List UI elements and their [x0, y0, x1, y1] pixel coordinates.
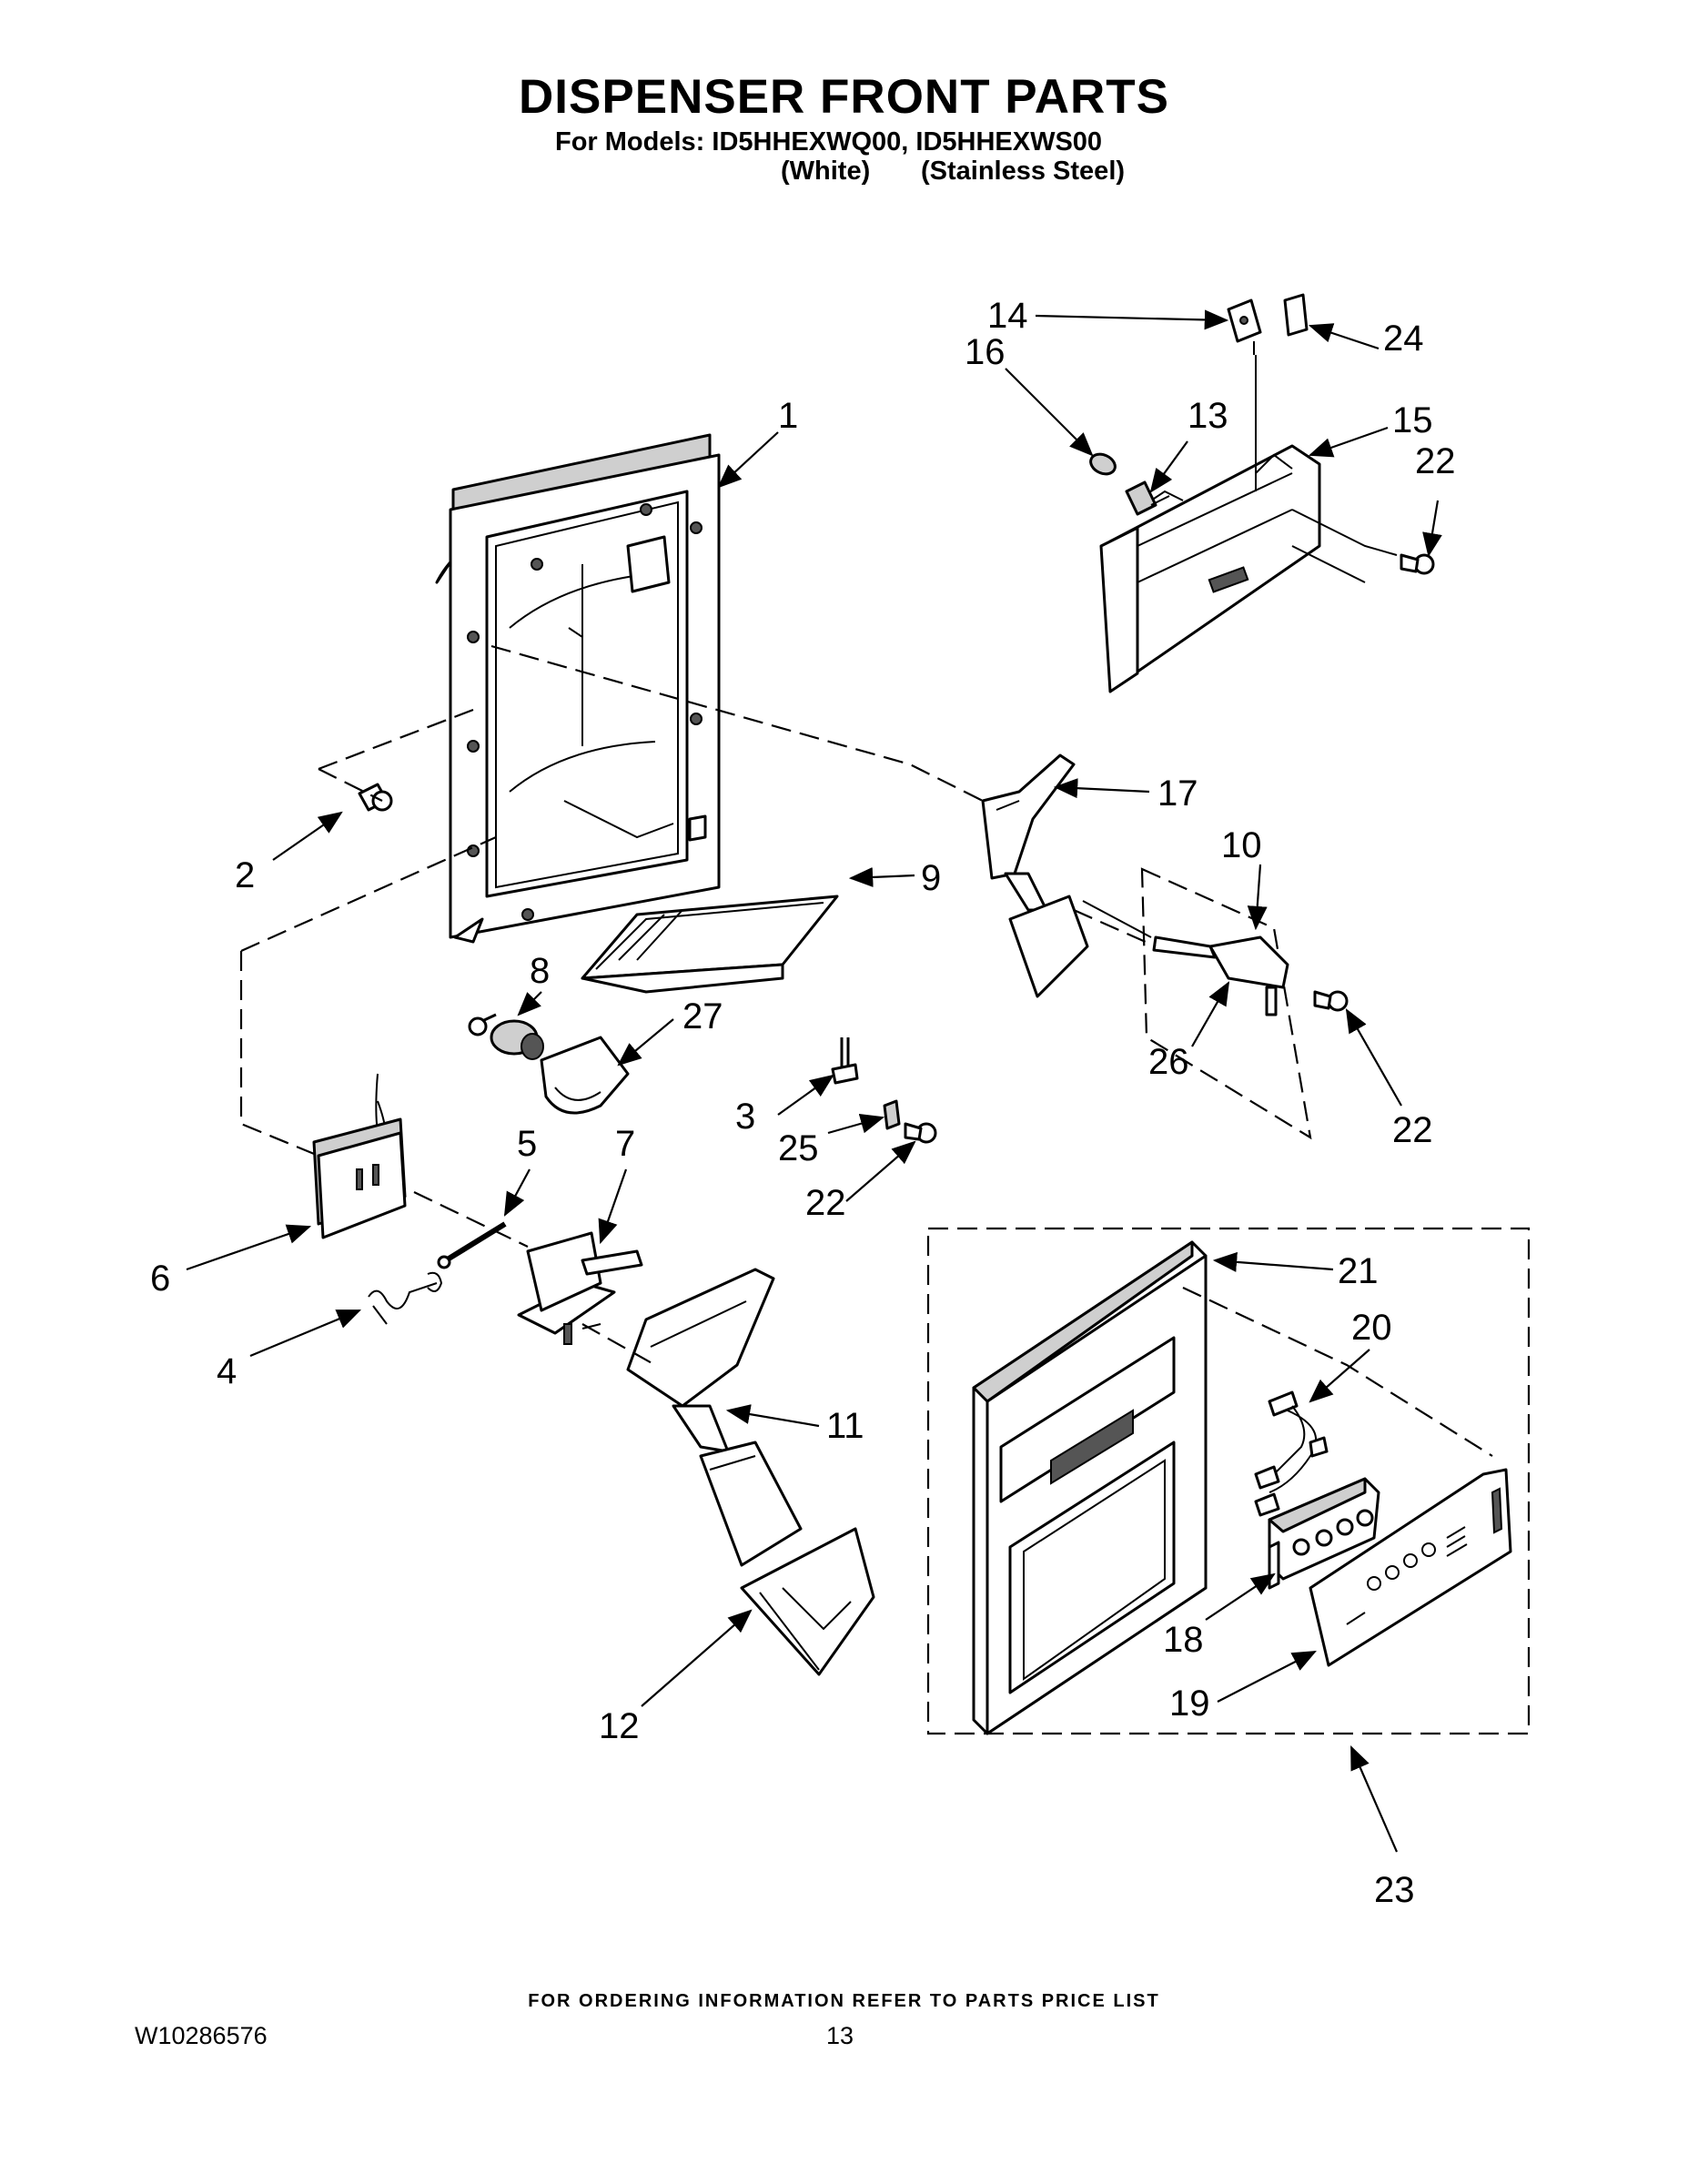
part-ice-funnel — [740, 1527, 875, 1676]
callout-25: 25 — [778, 1128, 819, 1168]
part-screw-22-right — [1313, 990, 1349, 1012]
part-lamp-bulb — [1089, 452, 1117, 476]
callout-22-center: 22 — [805, 1183, 846, 1223]
callout-20: 20 — [1351, 1308, 1392, 1348]
page-number: 13 — [826, 2022, 854, 2049]
part-screw-22-top — [1400, 553, 1435, 575]
callout-13: 13 — [1188, 396, 1228, 436]
part-cover — [540, 1036, 630, 1115]
alignment-lines — [239, 355, 1493, 1457]
part-micro-switch — [1227, 298, 1262, 355]
part-control-box — [312, 1073, 407, 1239]
callout-16: 16 — [965, 332, 1006, 372]
callout-17: 17 — [1157, 774, 1198, 814]
screw-holes — [467, 503, 702, 921]
part-lamp-socket — [1125, 480, 1170, 516]
callout-15: 15 — [1392, 400, 1433, 440]
part-housing-frame — [435, 433, 721, 944]
part-upper-bracket — [1099, 444, 1321, 693]
part-control-board — [1268, 1477, 1380, 1590]
callout-23: 23 — [1374, 1870, 1415, 1910]
callout-19: 19 — [1169, 1684, 1210, 1724]
callout-22-right: 22 — [1392, 1110, 1433, 1150]
callout-8: 8 — [530, 951, 550, 991]
callout-6: 6 — [150, 1259, 170, 1299]
models-line: For Models: ID5HHEXWQ00, ID5HHEXWS00 — [555, 127, 1103, 157]
part-spring — [368, 1271, 443, 1325]
part-ice-lever — [626, 1268, 803, 1567]
part-insulator — [1283, 293, 1309, 337]
page-title: DISPENSER FRONT PARTS — [519, 70, 1169, 124]
part-10-assembly-box — [1140, 867, 1312, 1140]
part-switch-arm — [1152, 935, 1289, 1016]
callout-7: 7 — [615, 1124, 635, 1164]
callout-1: 1 — [778, 396, 798, 436]
callout-26: 26 — [1148, 1042, 1189, 1082]
part-plate — [883, 1099, 901, 1130]
callout-14: 14 — [987, 296, 1028, 336]
callout-12: 12 — [599, 1706, 640, 1746]
callout-2: 2 — [235, 855, 255, 895]
document-number: W10286576 — [135, 2022, 268, 2049]
part-water-lever — [981, 753, 1089, 998]
callout-27: 27 — [682, 996, 723, 1036]
part-actuator-bracket — [517, 1231, 643, 1345]
part-overlay-decal — [1309, 1468, 1512, 1667]
part-clip — [831, 1037, 859, 1085]
leader-lines — [186, 309, 1442, 1853]
callout-22-top: 22 — [1415, 441, 1456, 481]
part-screw-22-center — [904, 1122, 937, 1144]
part-drip-tray — [581, 895, 839, 994]
callout-10: 10 — [1221, 825, 1262, 865]
callout-18: 18 — [1163, 1620, 1204, 1660]
callout-24: 24 — [1383, 318, 1424, 359]
callout-9: 9 — [921, 858, 941, 898]
callout-labels: 1 2 3 4 5 6 7 8 9 10 11 12 13 14 15 16 1… — [150, 296, 1456, 1910]
part-23-assembly-box — [926, 1227, 1531, 1735]
part-wire-harness — [1254, 1390, 1329, 1517]
callout-4: 4 — [217, 1351, 237, 1391]
callout-3: 3 — [735, 1097, 755, 1137]
model-color-stainless: (Stainless Steel) — [921, 157, 1126, 186]
model-color-white: (White) — [781, 157, 871, 186]
part-front-panel — [972, 1240, 1208, 1735]
callout-21: 21 — [1338, 1251, 1379, 1291]
part-solenoid — [468, 1013, 544, 1060]
callout-11: 11 — [826, 1406, 864, 1446]
ordering-note: FOR ORDERING INFORMATION REFER TO PARTS … — [528, 1991, 1160, 2011]
callout-5: 5 — [517, 1124, 537, 1164]
